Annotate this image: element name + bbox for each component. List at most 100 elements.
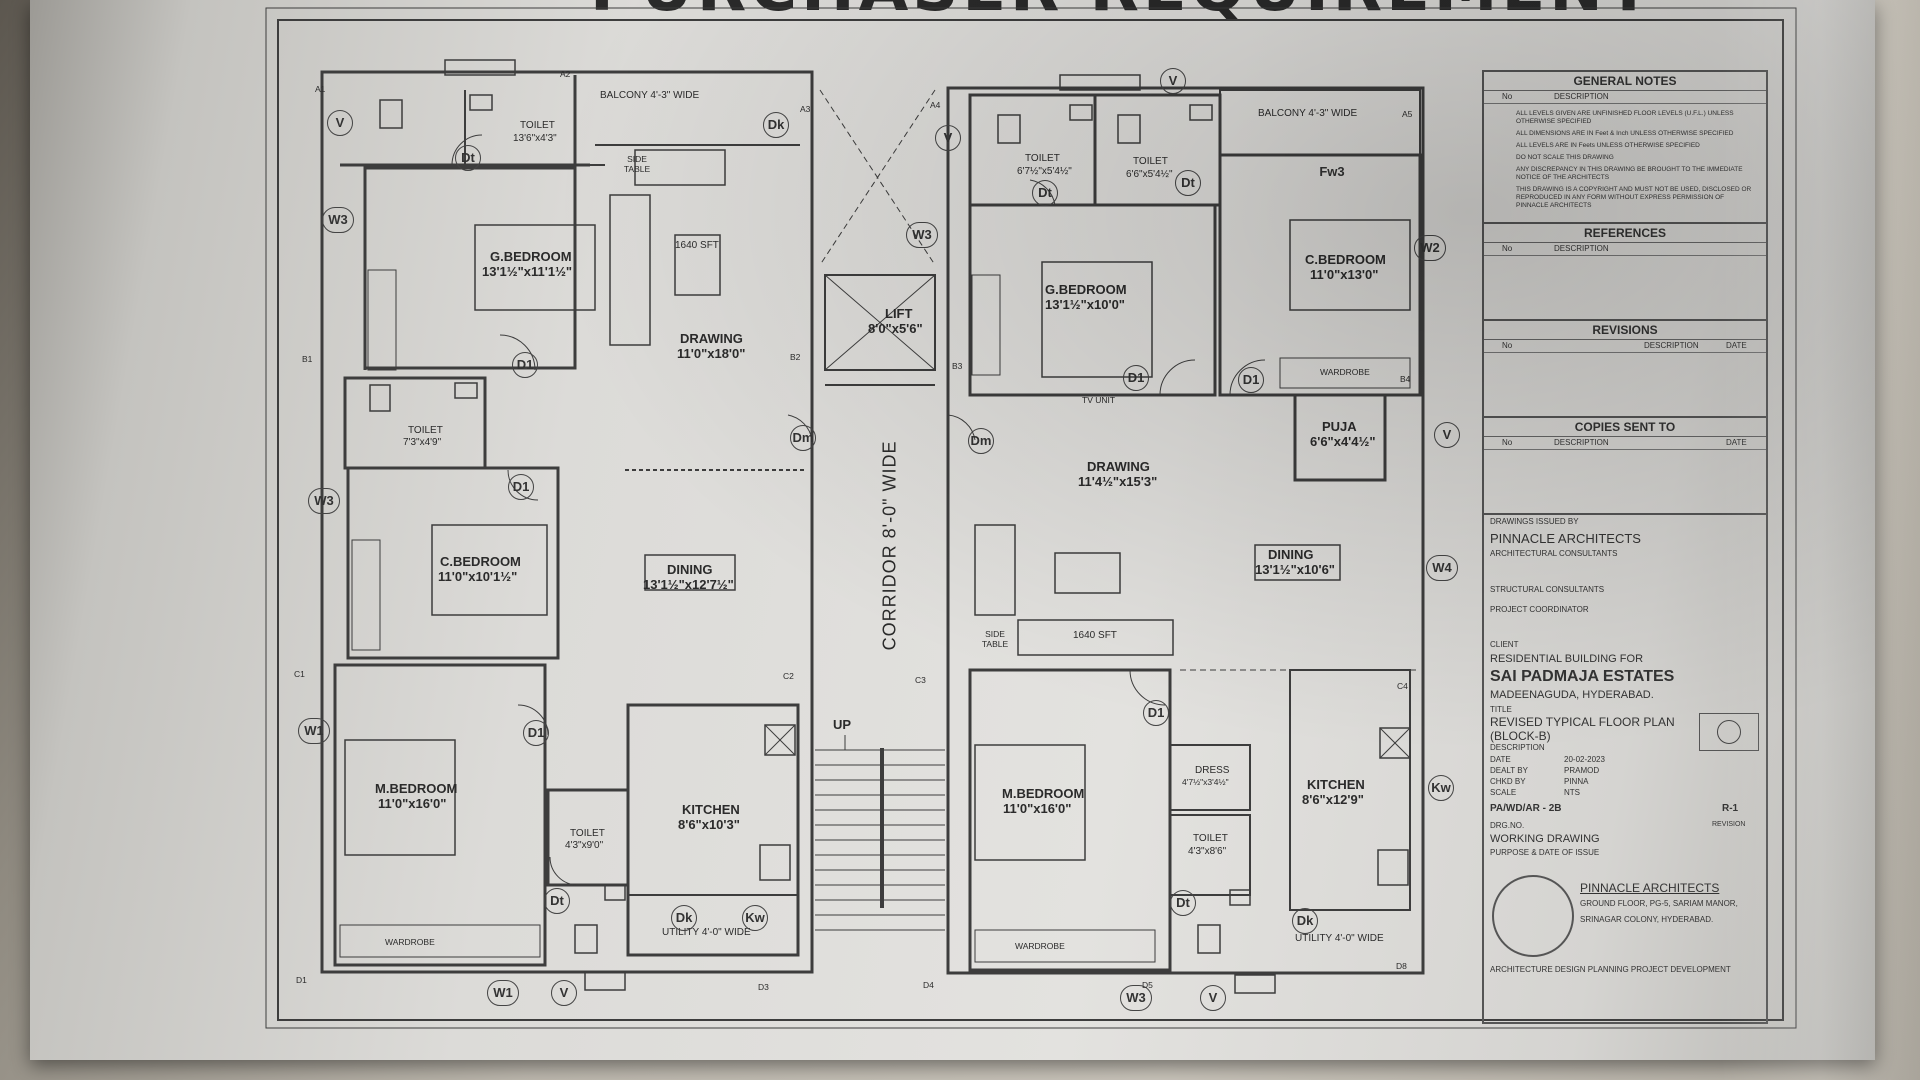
kitchen-right-size: 8'6"x12'9" [1302,792,1364,807]
grid-a4: A4 [930,100,941,110]
door-tag-d1-b: D1 [508,474,534,500]
footer-tagline: ARCHITECTURE DESIGN PLANNING PROJECT DEV… [1490,965,1731,974]
drg-number: PA/WD/AR - 2B [1490,803,1562,814]
window-tag-w3-c: W3 [906,222,938,248]
kitchen-left-name: KITCHEN [682,802,740,817]
toilet-f-name: TOILET [1193,833,1228,844]
door-tag-d1: D1 [512,352,538,378]
grid-c3: C3 [915,675,926,685]
dress-name: DRESS [1195,765,1230,776]
client-line1: RESIDENTIAL BUILDING FOR [1490,653,1644,665]
door-tag-dt-e: Dt [1170,890,1196,916]
revisions-section: REVISIONS No DESCRIPTION DATE [1484,321,1766,418]
copies-col-date: DATE [1726,438,1747,447]
ref-col-description: DESCRIPTION [1554,244,1609,253]
footer-firm-name: PINNACLE ARCHITECTS [1580,881,1720,895]
window-tag-w2: W2 [1414,235,1446,261]
ref-col-no: No [1502,244,1513,253]
window-tag-v: V [327,110,353,136]
gbedroom-right-size: 13'1½"x10'0" [1045,297,1125,312]
toilet-a-name: TOILET [520,120,555,131]
kitchen-right-name: KITCHEN [1307,777,1365,792]
door-tag-dt-b: Dt [544,888,570,914]
notes-col-description: DESCRIPTION [1554,92,1609,101]
window-tag-v-f: V [1200,985,1226,1011]
gbedroom-left-size: 13'1½"x11'1½" [482,264,573,279]
references-heading: REFERENCES [1484,224,1766,243]
grid-a1: A1 [315,84,326,94]
toilet-b-name: TOILET [408,425,443,436]
sheet-heading: PURCHASER REQUIREMENT [590,0,1650,26]
copies-col-description: DESCRIPTION [1554,438,1609,447]
date-label: DATE [1490,755,1511,764]
rev-col-no: No [1502,341,1513,350]
side-table-left: SIDE TABLE [623,154,651,174]
copies-section: COPIES SENT TO No DESCRIPTION DATE [1484,418,1766,515]
window-tag-v-c: V [1160,68,1186,94]
drawings-issued-by-label: DRAWINGS ISSUED BY [1490,517,1579,526]
note-2: ALL DIMENSIONS ARE IN Feet & Inch UNLESS… [1516,130,1734,137]
description-label: DESCRIPTION [1490,743,1545,752]
corridor-label: CORRIDOR 8'-0" WIDE [879,440,900,651]
general-notes-section: GENERAL NOTES No DESCRIPTION ALL LEVELS … [1484,72,1766,224]
window-tag-w3: W3 [322,207,354,233]
stair-up-label: UP [833,717,852,732]
grid-a3: A3 [800,104,811,114]
window-tag-v-e: V [1434,422,1460,448]
rev-col-description: DESCRIPTION [1644,341,1699,350]
drawing-right-size: 11'4½"x15'3" [1078,474,1158,489]
grid-d8: D8 [1396,961,1407,971]
toilet-b-size: 7'3"x4'9" [403,437,442,448]
door-tag-d1-f: D1 [1143,700,1169,726]
note-3: ALL LEVELS ARE IN Feets UNLESS OTHERWISE… [1516,142,1700,149]
copies-heading: COPIES SENT TO [1484,418,1766,437]
grid-c2: C2 [783,671,794,681]
copies-col-no: No [1502,438,1513,447]
tv-unit-label: TV UNIT [1082,395,1116,405]
references-section: REFERENCES No DESCRIPTION [1484,224,1766,321]
door-tag-dt-c: Dt [1032,180,1058,206]
firm-subtitle: ARCHITECTURAL CONSULTANTS [1490,549,1618,558]
balcony-left-label: BALCONY 4'-3" WIDE [600,90,700,101]
chkd-label: CHKD BY [1490,777,1526,786]
puja-size: 6'6"x4'4½" [1310,434,1376,449]
cbedroom-right-name: C.BEDROOM [1305,252,1386,267]
revisions-heading: REVISIONS [1484,321,1766,340]
scale-value: NTS [1564,788,1580,797]
window-tag-w3-d: W3 [1120,985,1152,1011]
issue-section: DRAWINGS ISSUED BY PINNACLE ARCHITECTS A… [1484,515,1766,1015]
toilet-d-size: 6'7½"x5'4½" [1017,166,1072,177]
door-tag-dt-d: Dt [1175,170,1201,196]
grid-b2: B2 [790,352,801,362]
dining-right-size: 13'1½"x10'6" [1255,562,1335,577]
door-tag-dk: Dk [763,112,789,138]
gbedroom-left-name: G.BEDROOM [490,249,572,264]
purpose-label: PURPOSE & DATE OF ISSUE [1490,848,1600,857]
drawing-left-name: DRAWING [680,331,743,346]
cbedroom-left-name: C.BEDROOM [440,554,521,569]
grid-b4: B4 [1400,374,1411,384]
mbedroom-left-size: 11'0"x16'0" [378,796,447,811]
rev-col-date: DATE [1726,341,1747,350]
coordinator-label: PROJECT COORDINATOR [1490,605,1589,614]
window-tag-v-d: V [935,125,961,151]
chkd-value: PINNA [1564,777,1589,786]
toilet-e-name: TOILET [1133,156,1168,167]
toilet-a-size: 13'6"x4'3" [513,133,557,144]
utility-left-label: UTILITY 4'-0" WIDE [662,927,751,938]
wardrobe-label-right-top: WARDROBE [1320,367,1370,377]
title-line2: (BLOCK-B) [1490,729,1551,743]
window-tag-w4: W4 [1426,555,1458,581]
toilet-f-size: 4'3"x8'6" [1188,846,1227,857]
dining-right-name: DINING [1268,547,1314,562]
general-notes-heading: GENERAL NOTES [1484,72,1766,91]
gbedroom-right-name: G.BEDROOM [1045,282,1127,297]
window-tag-w1-b: W1 [487,980,519,1006]
window-tag-kw: Kw [742,905,768,931]
toilet-c-name: TOILET [570,828,605,839]
scale-label: SCALE [1490,788,1517,797]
toilet-d-name: TOILET [1025,153,1060,164]
dealt-label: DEALT BY [1490,766,1528,775]
client-place: MADEENAGUDA, HYDERABAD. [1490,689,1654,701]
door-tag-d1-c: D1 [523,720,549,746]
